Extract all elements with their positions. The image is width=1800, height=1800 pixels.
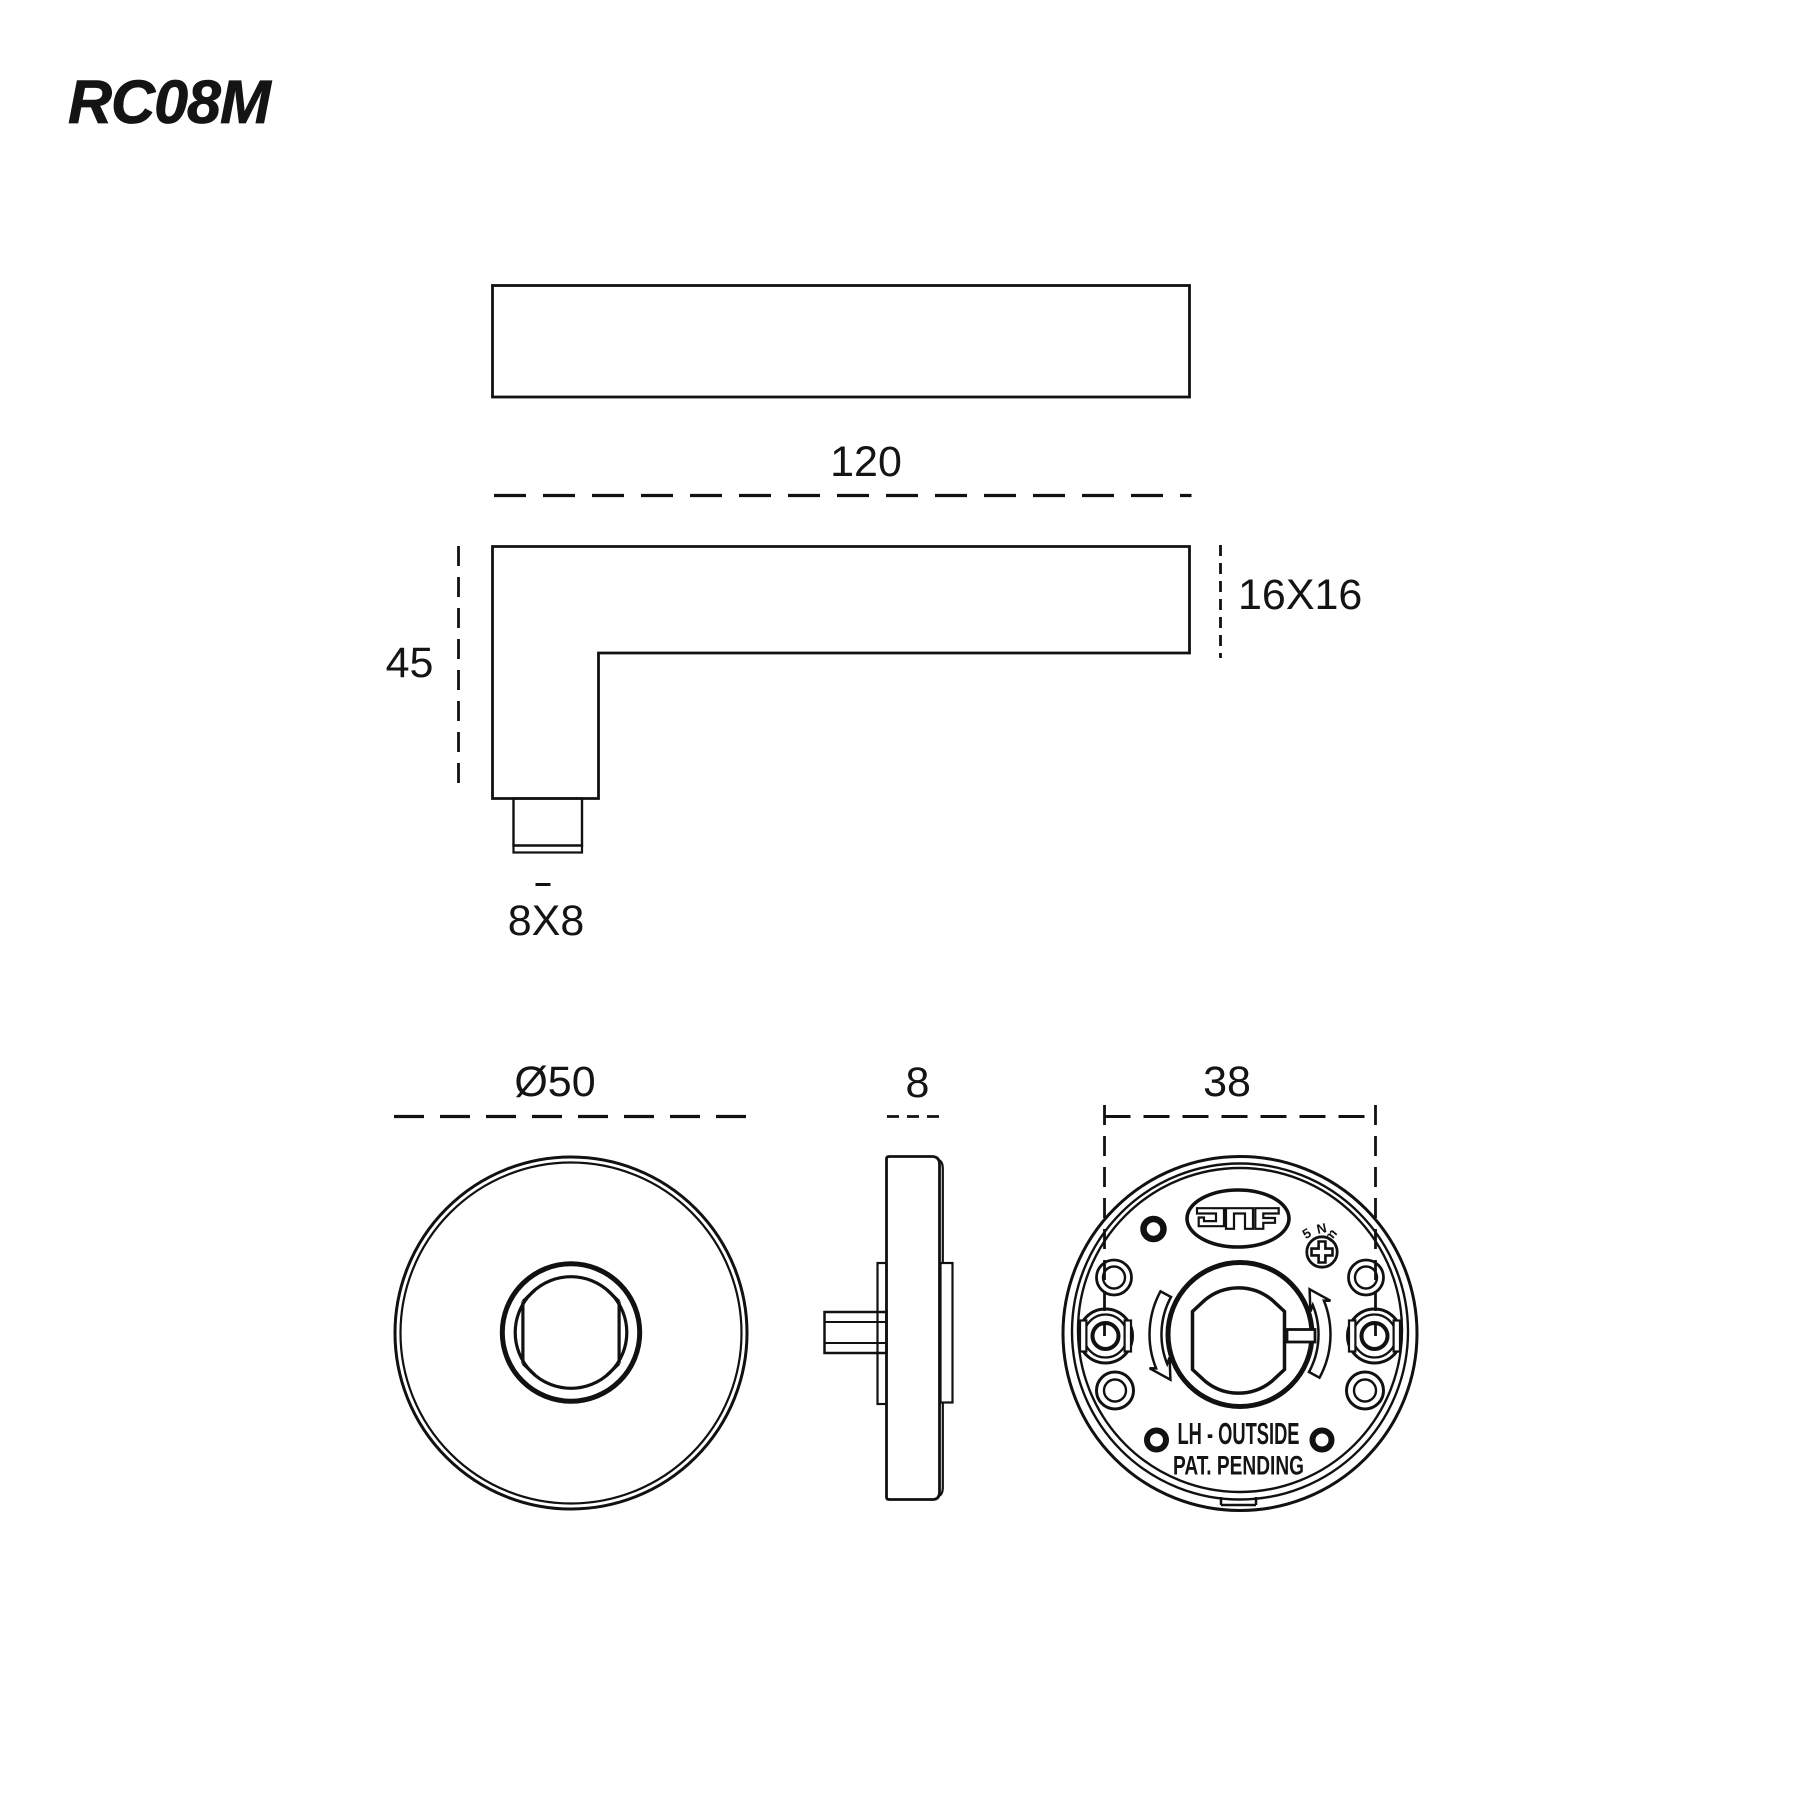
svg-text:120: 120 — [830, 438, 902, 486]
svg-text:N: N — [1315, 1220, 1328, 1237]
svg-text:16X16: 16X16 — [1238, 571, 1362, 619]
svg-text:8X8: 8X8 — [508, 897, 585, 945]
svg-text:LH - OUTSIDE: LH - OUTSIDE — [1178, 1417, 1300, 1451]
svg-text:Ø50: Ø50 — [514, 1058, 595, 1106]
svg-text:PAT. PENDING: PAT. PENDING — [1173, 1451, 1304, 1481]
svg-text:45: 45 — [386, 639, 434, 687]
svg-text:RC08M: RC08M — [68, 68, 272, 136]
svg-text:8: 8 — [906, 1059, 930, 1107]
svg-text:38: 38 — [1203, 1058, 1251, 1106]
